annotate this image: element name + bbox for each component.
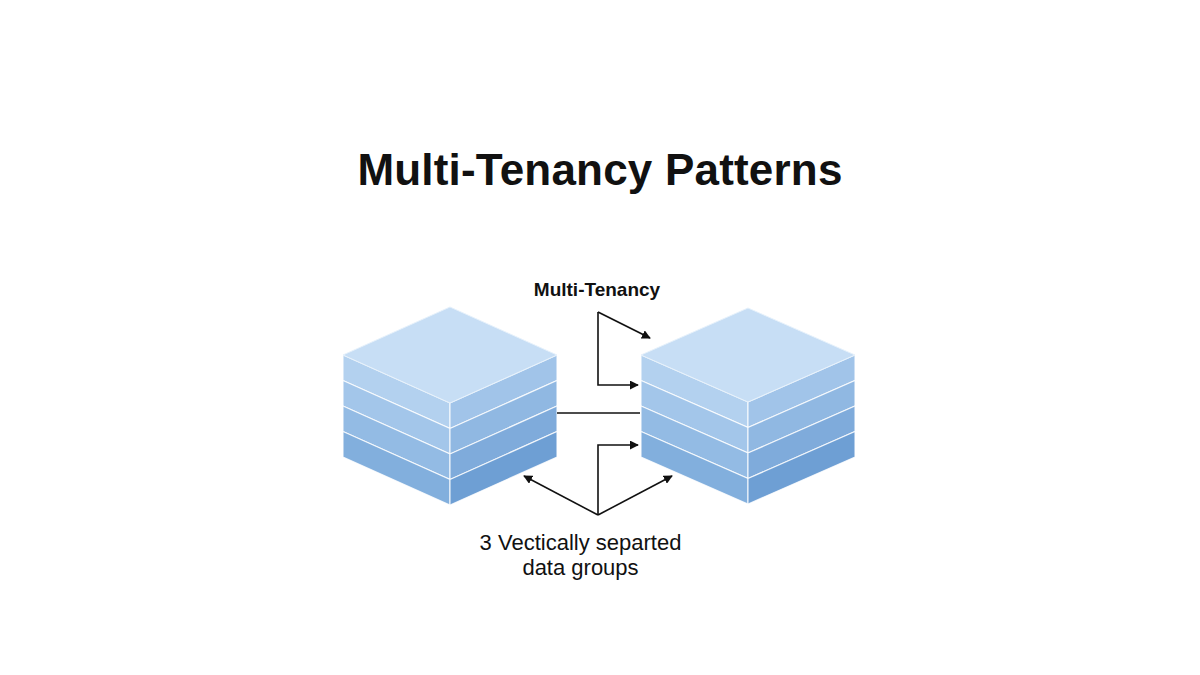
callout-label: Multi-Tenancy [497, 279, 697, 301]
leader-line [598, 476, 672, 515]
slab-face [343, 432, 450, 506]
layer-stack [641, 308, 855, 504]
leader-line [598, 445, 638, 515]
slab-face [748, 432, 855, 505]
link-line [557, 412, 640, 414]
layer-stack [343, 307, 557, 505]
leader-line [524, 476, 598, 515]
diagram-title: Multi-Tenancy Patterns [200, 145, 1000, 195]
stack-top [343, 307, 557, 403]
layer-stacks [343, 307, 855, 505]
annotation-text: 3 Vectically separted data groups [468, 530, 693, 580]
slab-face [450, 432, 557, 506]
leader-line [598, 312, 650, 338]
leader-line [598, 312, 638, 385]
stack-top [641, 308, 855, 402]
leader-lines [524, 312, 672, 515]
slab-face [641, 432, 748, 505]
